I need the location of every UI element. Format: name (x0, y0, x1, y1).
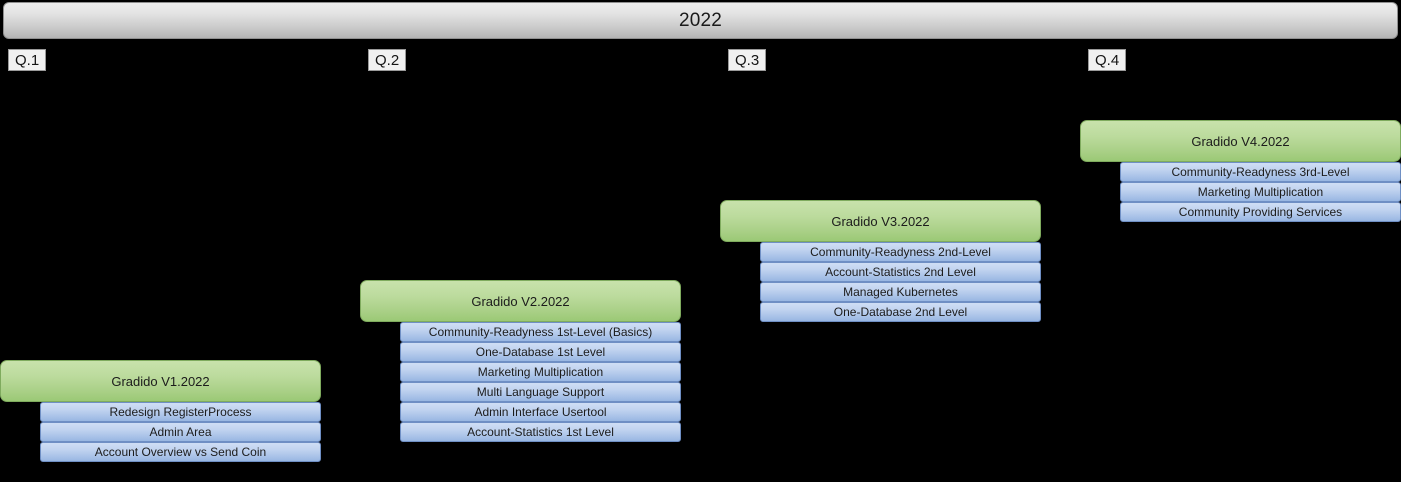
release-item[interactable]: Marketing Multiplication (400, 362, 681, 382)
release-item-label: Admin Area (149, 425, 212, 439)
release-group-q1: Gradido V1.2022 Redesign RegisterProcess… (0, 360, 321, 462)
timeline-year-label: 2022 (678, 9, 723, 31)
release-header-q3[interactable]: Gradido V3.2022 (720, 200, 1041, 242)
release-header-q2[interactable]: Gradido V2.2022 (360, 280, 681, 322)
quarter-label-q2: Q.2 (368, 49, 407, 71)
release-item-list-q4: Community-Readyness 3rd-Level Marketing … (1120, 162, 1401, 222)
release-item[interactable]: Community Providing Services (1120, 202, 1401, 222)
release-header-q1[interactable]: Gradido V1.2022 (0, 360, 321, 402)
release-item-label: Community-Readyness 2nd-Level (810, 245, 991, 259)
quarter-label-q1: Q.1 (8, 49, 47, 71)
release-item[interactable]: Community-Readyness 3rd-Level (1120, 162, 1401, 182)
release-title-q4: Gradido V4.2022 (1191, 133, 1290, 149)
release-item[interactable]: Admin Interface Usertool (400, 402, 681, 422)
quarter-label-q3: Q.3 (728, 49, 767, 71)
release-group-q2: Gradido V2.2022 Community-Readyness 1st-… (360, 280, 681, 442)
release-title-q1: Gradido V1.2022 (111, 373, 210, 389)
release-title-q2: Gradido V2.2022 (471, 293, 570, 309)
release-item[interactable]: Redesign RegisterProcess (40, 402, 321, 422)
release-item-list-q2: Community-Readyness 1st-Level (Basics) O… (400, 322, 681, 442)
release-item-list-q1: Redesign RegisterProcess Admin Area Acco… (40, 402, 321, 462)
release-item[interactable]: Multi Language Support (400, 382, 681, 402)
release-item[interactable]: Account-Statistics 2nd Level (760, 262, 1041, 282)
timeline-year-bar: 2022 (3, 2, 1398, 39)
release-item-label: One-Database 2nd Level (833, 305, 968, 319)
release-item[interactable]: Marketing Multiplication (1120, 182, 1401, 202)
release-item[interactable]: Admin Area (40, 422, 321, 442)
release-item[interactable]: One-Database 2nd Level (760, 302, 1041, 322)
release-item[interactable]: Community-Readyness 1st-Level (Basics) (400, 322, 681, 342)
release-item-label: Marketing Multiplication (477, 365, 604, 379)
release-item[interactable]: One-Database 1st Level (400, 342, 681, 362)
release-item-label: Community-Readyness 3rd-Level (1171, 165, 1350, 179)
release-item-label: Marketing Multiplication (1197, 185, 1324, 199)
release-item-label: Multi Language Support (476, 385, 605, 399)
release-group-q4: Gradido V4.2022 Community-Readyness 3rd-… (1080, 120, 1401, 222)
release-item-label: Managed Kubernetes (843, 285, 958, 299)
release-item-label: Admin Interface Usertool (474, 405, 607, 419)
release-title-q3: Gradido V3.2022 (831, 213, 930, 229)
release-item-list-q3: Community-Readyness 2nd-Level Account-St… (760, 242, 1041, 322)
release-item-label: Community-Readyness 1st-Level (Basics) (428, 325, 653, 339)
release-item-label: Community Providing Services (1178, 205, 1343, 219)
release-item-label: Account-Statistics 1st Level (467, 425, 614, 439)
quarter-label-q4: Q.4 (1088, 49, 1127, 71)
release-item[interactable]: Account Overview vs Send Coin (40, 442, 321, 462)
release-header-q4[interactable]: Gradido V4.2022 (1080, 120, 1401, 162)
release-item-label: Account-Statistics 2nd Level (825, 265, 976, 279)
release-item[interactable]: Managed Kubernetes (760, 282, 1041, 302)
release-group-q3: Gradido V3.2022 Community-Readyness 2nd-… (720, 200, 1041, 322)
release-item[interactable]: Community-Readyness 2nd-Level (760, 242, 1041, 262)
release-item-label: One-Database 1st Level (475, 345, 606, 359)
release-item-label: Account Overview vs Send Coin (94, 445, 267, 459)
release-item-label: Redesign RegisterProcess (109, 405, 252, 419)
release-item[interactable]: Account-Statistics 1st Level (400, 422, 681, 442)
